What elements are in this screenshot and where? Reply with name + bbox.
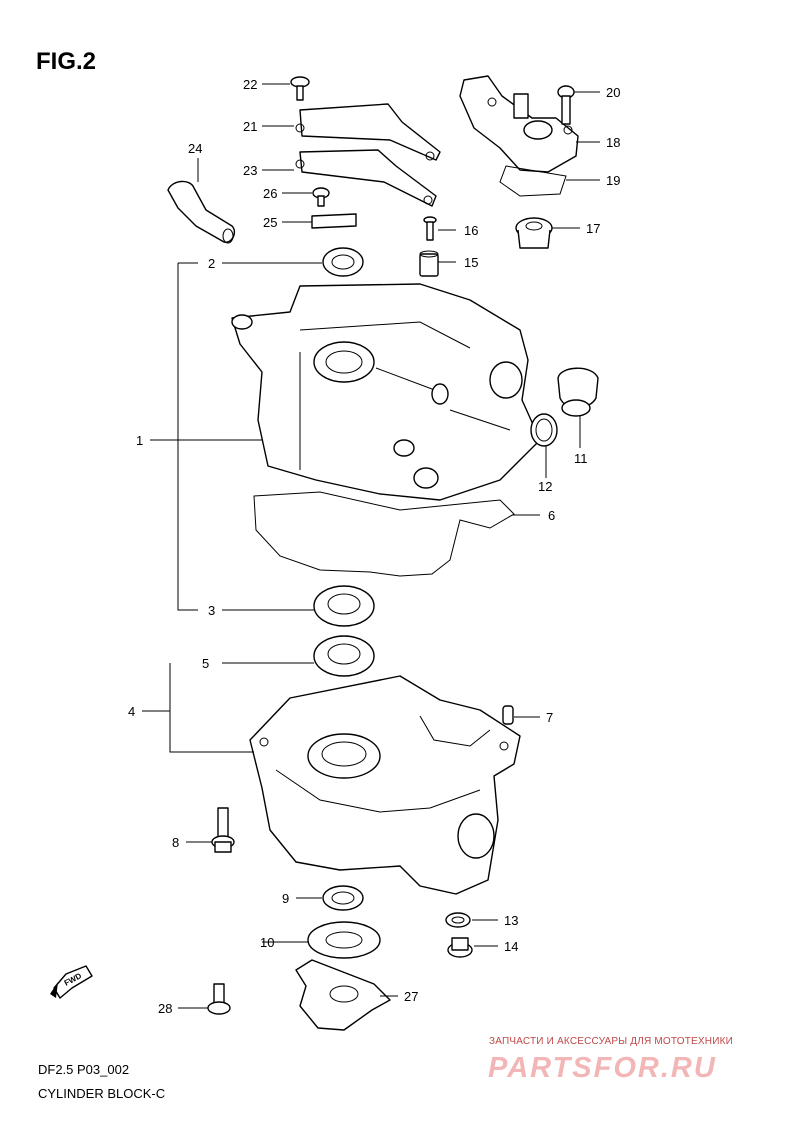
hose-24[interactable] xyxy=(167,180,236,244)
callout-20: 20 xyxy=(606,85,620,100)
gasket-19[interactable] xyxy=(499,165,567,197)
leader-lines xyxy=(142,83,600,1009)
callout-10: 10 xyxy=(260,935,274,950)
callout-1: 1 xyxy=(136,433,143,448)
callout-28: 28 xyxy=(158,1001,172,1016)
plate-10[interactable] xyxy=(307,921,381,959)
callout-numbers: 22 21 23 24 26 25 2 1 3 16 15 17 20 18 1… xyxy=(128,77,620,1016)
bearing-3[interactable] xyxy=(313,585,375,627)
collar-15[interactable] xyxy=(419,250,439,277)
callout-9: 9 xyxy=(282,891,289,906)
callout-15: 15 xyxy=(464,255,478,270)
watermark-subtitle: ЗАПЧАСТИ И АКСЕССУАРЫ ДЛЯ МОТОТЕХНИКИ xyxy=(489,1036,734,1047)
model-code: DF2.5 P03_002 xyxy=(38,1062,130,1077)
screw-16[interactable] xyxy=(423,216,437,241)
callout-18: 18 xyxy=(606,135,620,150)
callout-7: 7 xyxy=(546,710,553,725)
callout-24: 24 xyxy=(188,141,202,156)
clamp-25[interactable] xyxy=(311,213,357,229)
crankcase-4[interactable] xyxy=(249,675,521,895)
gasket-6[interactable] xyxy=(253,491,515,577)
section-name: CYLINDER BLOCK-C xyxy=(38,1086,166,1101)
callout-3: 3 xyxy=(208,603,215,618)
callout-12: 12 xyxy=(538,479,552,494)
callout-4: 4 xyxy=(128,704,135,719)
gasket-plate[interactable] xyxy=(295,149,437,207)
callout-16: 16 xyxy=(464,223,478,238)
callout-25: 25 xyxy=(263,215,277,230)
plug-11[interactable] xyxy=(557,367,599,417)
callout-5: 5 xyxy=(202,656,209,671)
callout-11: 11 xyxy=(574,451,588,466)
cover-plate-upper[interactable] xyxy=(295,103,441,161)
callout-23: 23 xyxy=(243,163,257,178)
callout-26: 26 xyxy=(263,186,277,201)
screw-22[interactable] xyxy=(290,76,310,101)
dowel-pin-7[interactable] xyxy=(502,705,514,725)
washer-13[interactable] xyxy=(445,912,471,928)
fwd-badge: FWD xyxy=(50,965,93,999)
callout-21: 21 xyxy=(243,119,257,134)
callout-6: 6 xyxy=(548,508,555,523)
drain-plug-14[interactable] xyxy=(447,937,473,958)
callout-22: 22 xyxy=(243,77,257,92)
watermark-brand: PARTSFOR.RU xyxy=(488,1052,717,1084)
thermostat-17[interactable] xyxy=(515,217,553,249)
bolt-28[interactable] xyxy=(207,983,231,1015)
cover-27[interactable] xyxy=(295,959,391,1031)
callout-8: 8 xyxy=(172,835,179,850)
callout-13: 13 xyxy=(504,913,518,928)
callout-27: 27 xyxy=(404,989,418,1004)
thermostat-cover-18[interactable] xyxy=(459,75,579,173)
callout-19: 19 xyxy=(606,173,620,188)
bolt-8[interactable] xyxy=(211,807,235,853)
callout-2: 2 xyxy=(208,256,215,271)
oil-seal-2[interactable] xyxy=(322,247,364,277)
oil-seal-9[interactable] xyxy=(322,885,364,911)
o-ring-12[interactable] xyxy=(530,413,558,447)
bolt-20[interactable] xyxy=(557,85,575,125)
bearing-5[interactable] xyxy=(313,635,375,677)
cylinder-block-1[interactable] xyxy=(231,283,541,501)
figure-title: FIG.2 xyxy=(36,48,97,75)
callout-14: 14 xyxy=(504,939,518,954)
screw-26[interactable] xyxy=(312,187,330,207)
callout-17: 17 xyxy=(586,221,600,236)
